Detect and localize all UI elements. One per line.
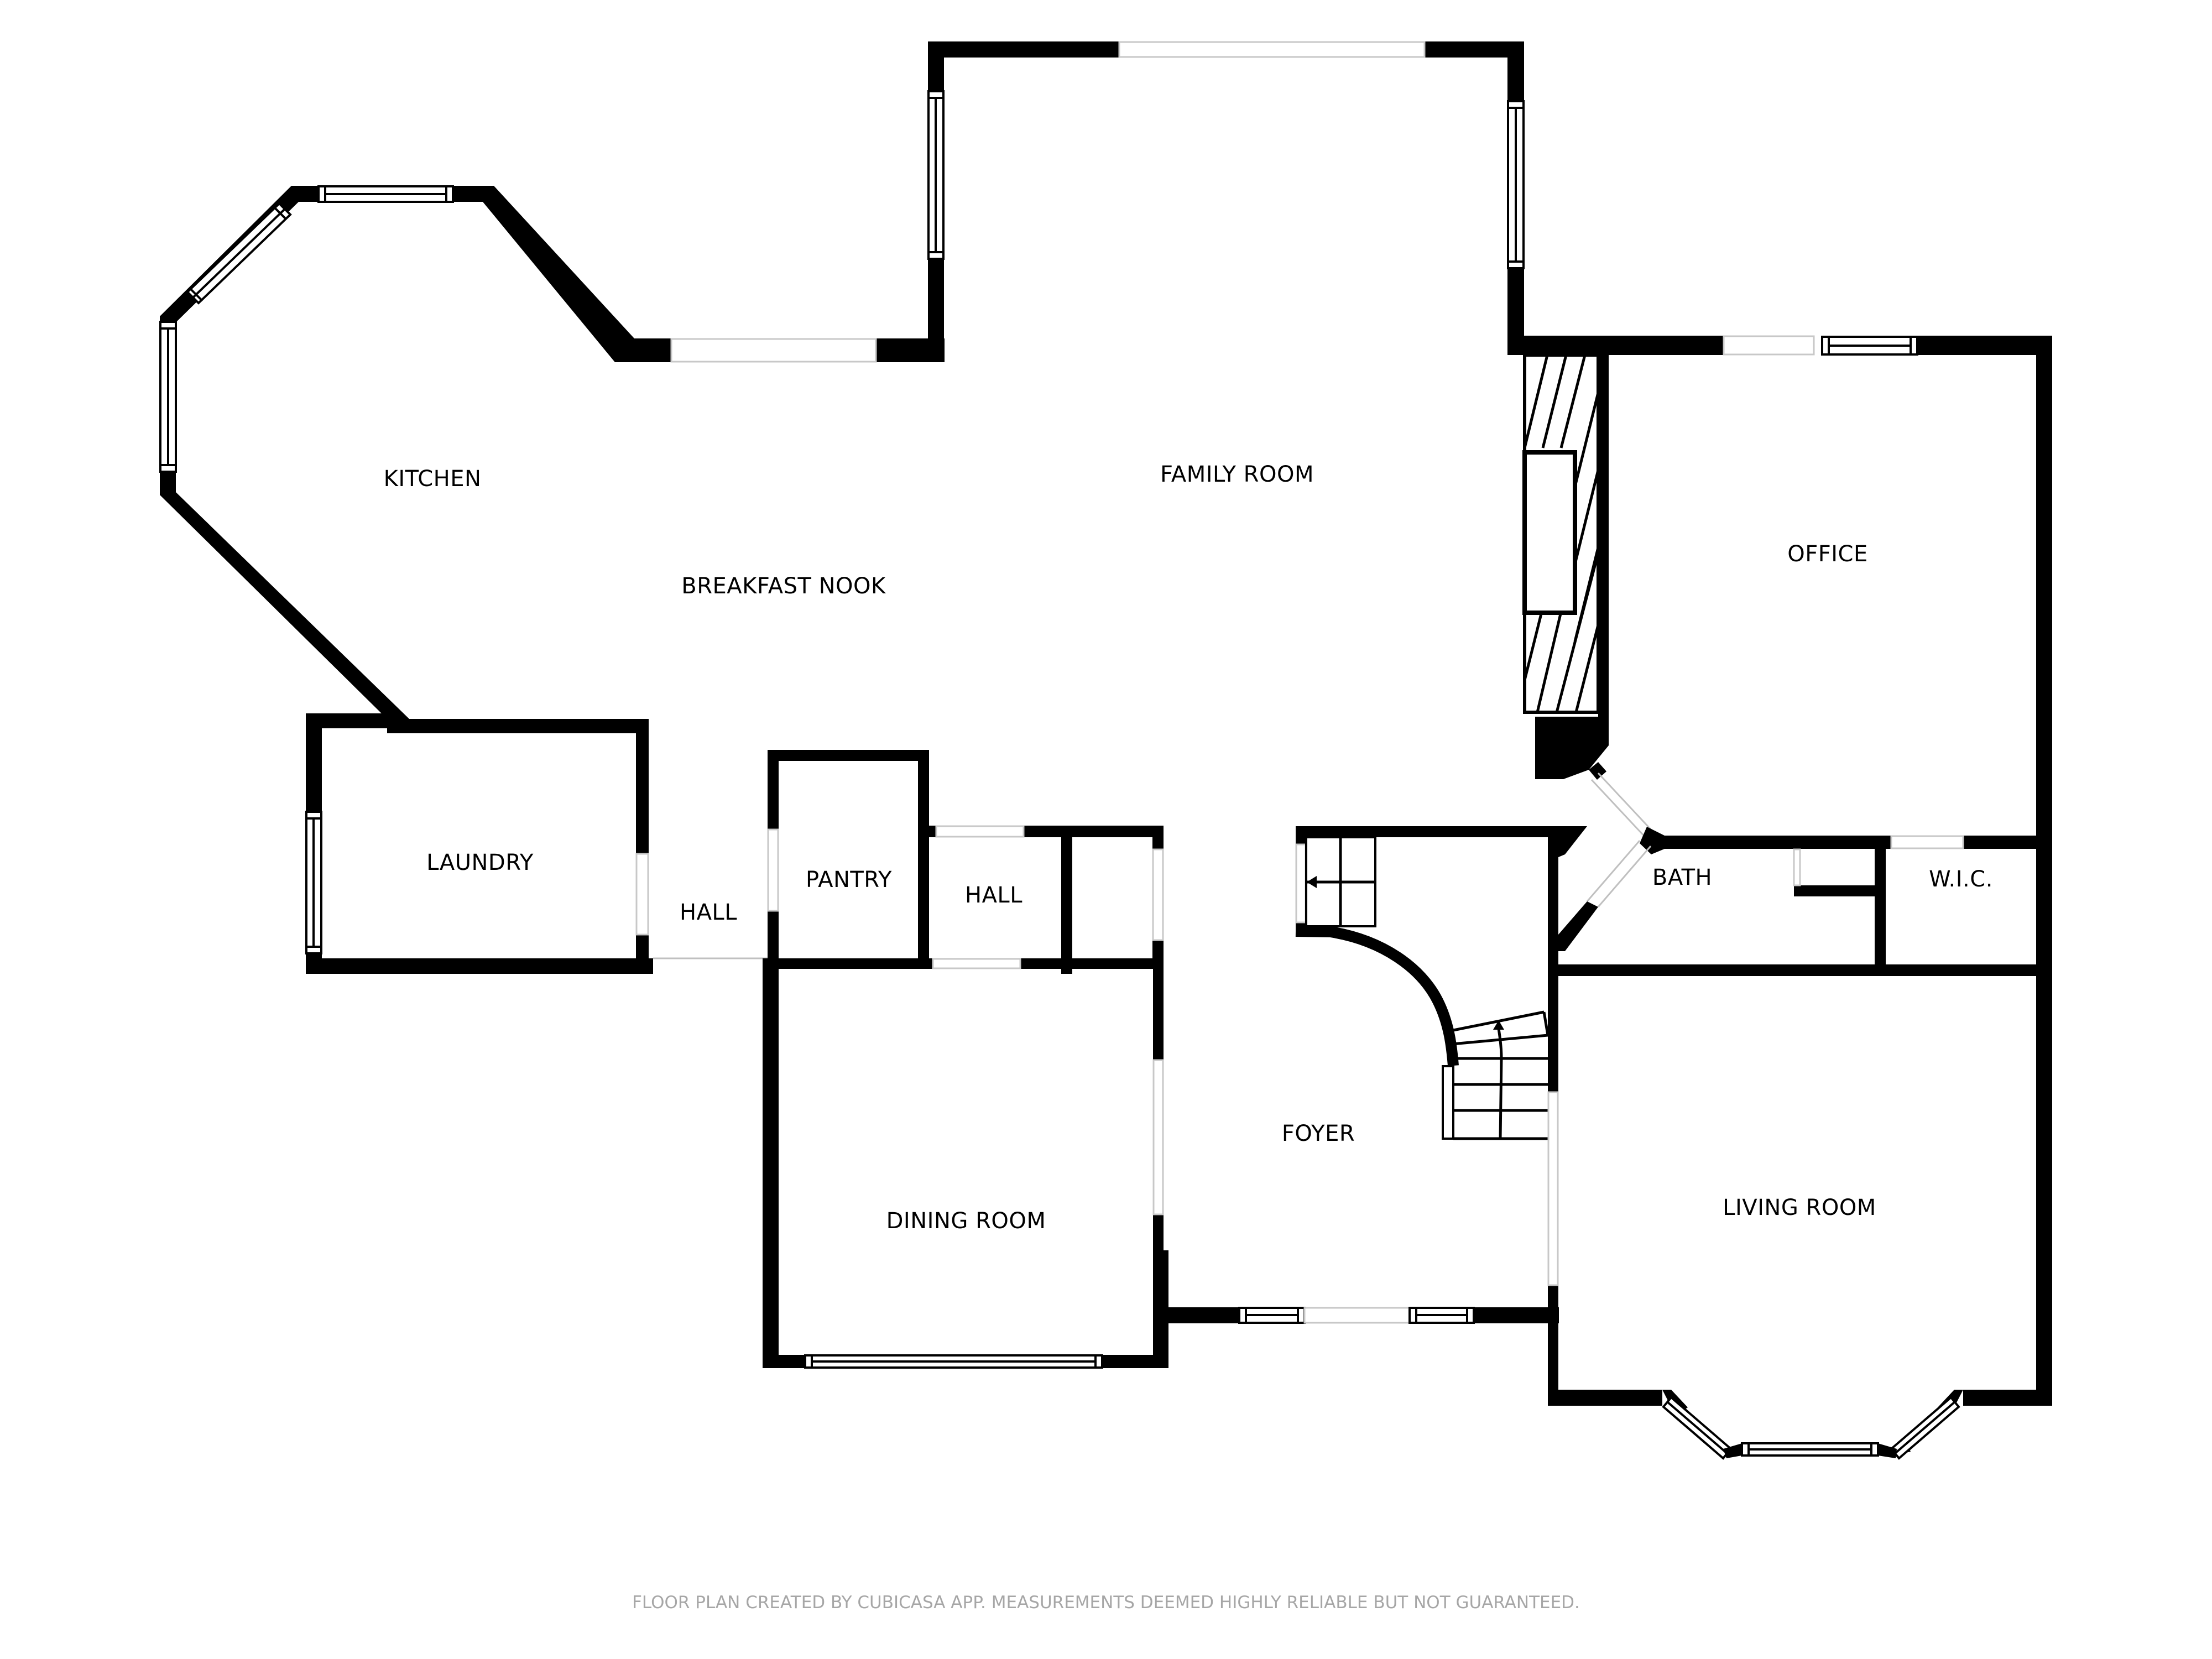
bay-window-center (1741, 1442, 1879, 1457)
stairs-down-arrow-icon (1307, 876, 1317, 888)
family-room-left-window (927, 90, 945, 260)
living-foyer-opening (1547, 1091, 1559, 1286)
foyer-window-left (1238, 1307, 1306, 1324)
foyer-front-walls (1474, 1307, 1559, 1323)
room-label-wic: W.I.C. (1929, 867, 1993, 892)
diagonal-door (1558, 762, 1665, 951)
bay-window-left (1662, 1396, 1733, 1460)
dining-room-walls (763, 958, 1239, 1368)
room-label-foyer: FOYER (1281, 1121, 1355, 1146)
room-label-pantry: PANTRY (806, 867, 892, 893)
front-door-opening (1303, 1307, 1411, 1324)
office-top-opening (1723, 335, 1815, 356)
room-label-hall-1: HALL (679, 900, 738, 925)
office-walls (1507, 336, 2052, 1406)
hall-closet-walls (918, 826, 1164, 974)
closet-door-opening (1152, 848, 1164, 941)
room-label-family-room: FAMILY ROOM (1160, 462, 1314, 487)
room-label-dining-room: DINING ROOM (886, 1208, 1046, 1234)
nook-north-opening (670, 338, 877, 363)
foyer-window-right (1408, 1307, 1475, 1324)
room-label-bath: BATH (1652, 865, 1713, 890)
laundry-window (305, 811, 322, 954)
kitchen-walls (160, 186, 945, 719)
laundry-walls (306, 713, 653, 974)
office-top-window (1821, 336, 1918, 356)
laundry-door-opening (635, 853, 649, 936)
curved-stair-wall (1295, 926, 1459, 1066)
stair-closet-opening (1295, 843, 1307, 924)
room-label-laundry: LAUNDRY (426, 850, 534, 875)
pantry-door-opening (767, 828, 779, 912)
stairs-up-arrow-icon (1493, 1020, 1504, 1030)
lower-stairs (1442, 1010, 1550, 1140)
hall-top-opening (935, 825, 1025, 838)
footer-disclaimer: FLOOR PLAN CREATED BY CUBICASA APP. MEAS… (632, 1593, 1580, 1613)
bay-window-right (1890, 1396, 1960, 1460)
kitchen-diagonal-window (186, 202, 292, 305)
family-room-walls (928, 41, 1524, 362)
fireplace (1522, 353, 1609, 779)
family-room-top-opening (1118, 41, 1426, 58)
room-label-office: OFFICE (1787, 541, 1868, 567)
room-label-breakfast-nook: BREAKFAST NOOK (681, 573, 886, 599)
kitchen-top-window (317, 185, 454, 203)
hall-bottom-opening (932, 958, 1021, 969)
upper-stairs (1305, 836, 1376, 927)
wic-door-opening (1890, 835, 1964, 849)
kitchen-left-window (159, 321, 177, 473)
room-label-hall-2: HALL (964, 883, 1023, 908)
dining-room-window (804, 1354, 1103, 1369)
bath-closet-opening (1793, 848, 1801, 886)
room-label-kitchen: KITCHEN (383, 466, 482, 492)
pantry-walls (768, 750, 933, 969)
dining-foyer-opening (1152, 1059, 1164, 1215)
room-label-living-room: LIVING ROOM (1723, 1195, 1876, 1220)
family-room-right-window (1507, 100, 1525, 269)
